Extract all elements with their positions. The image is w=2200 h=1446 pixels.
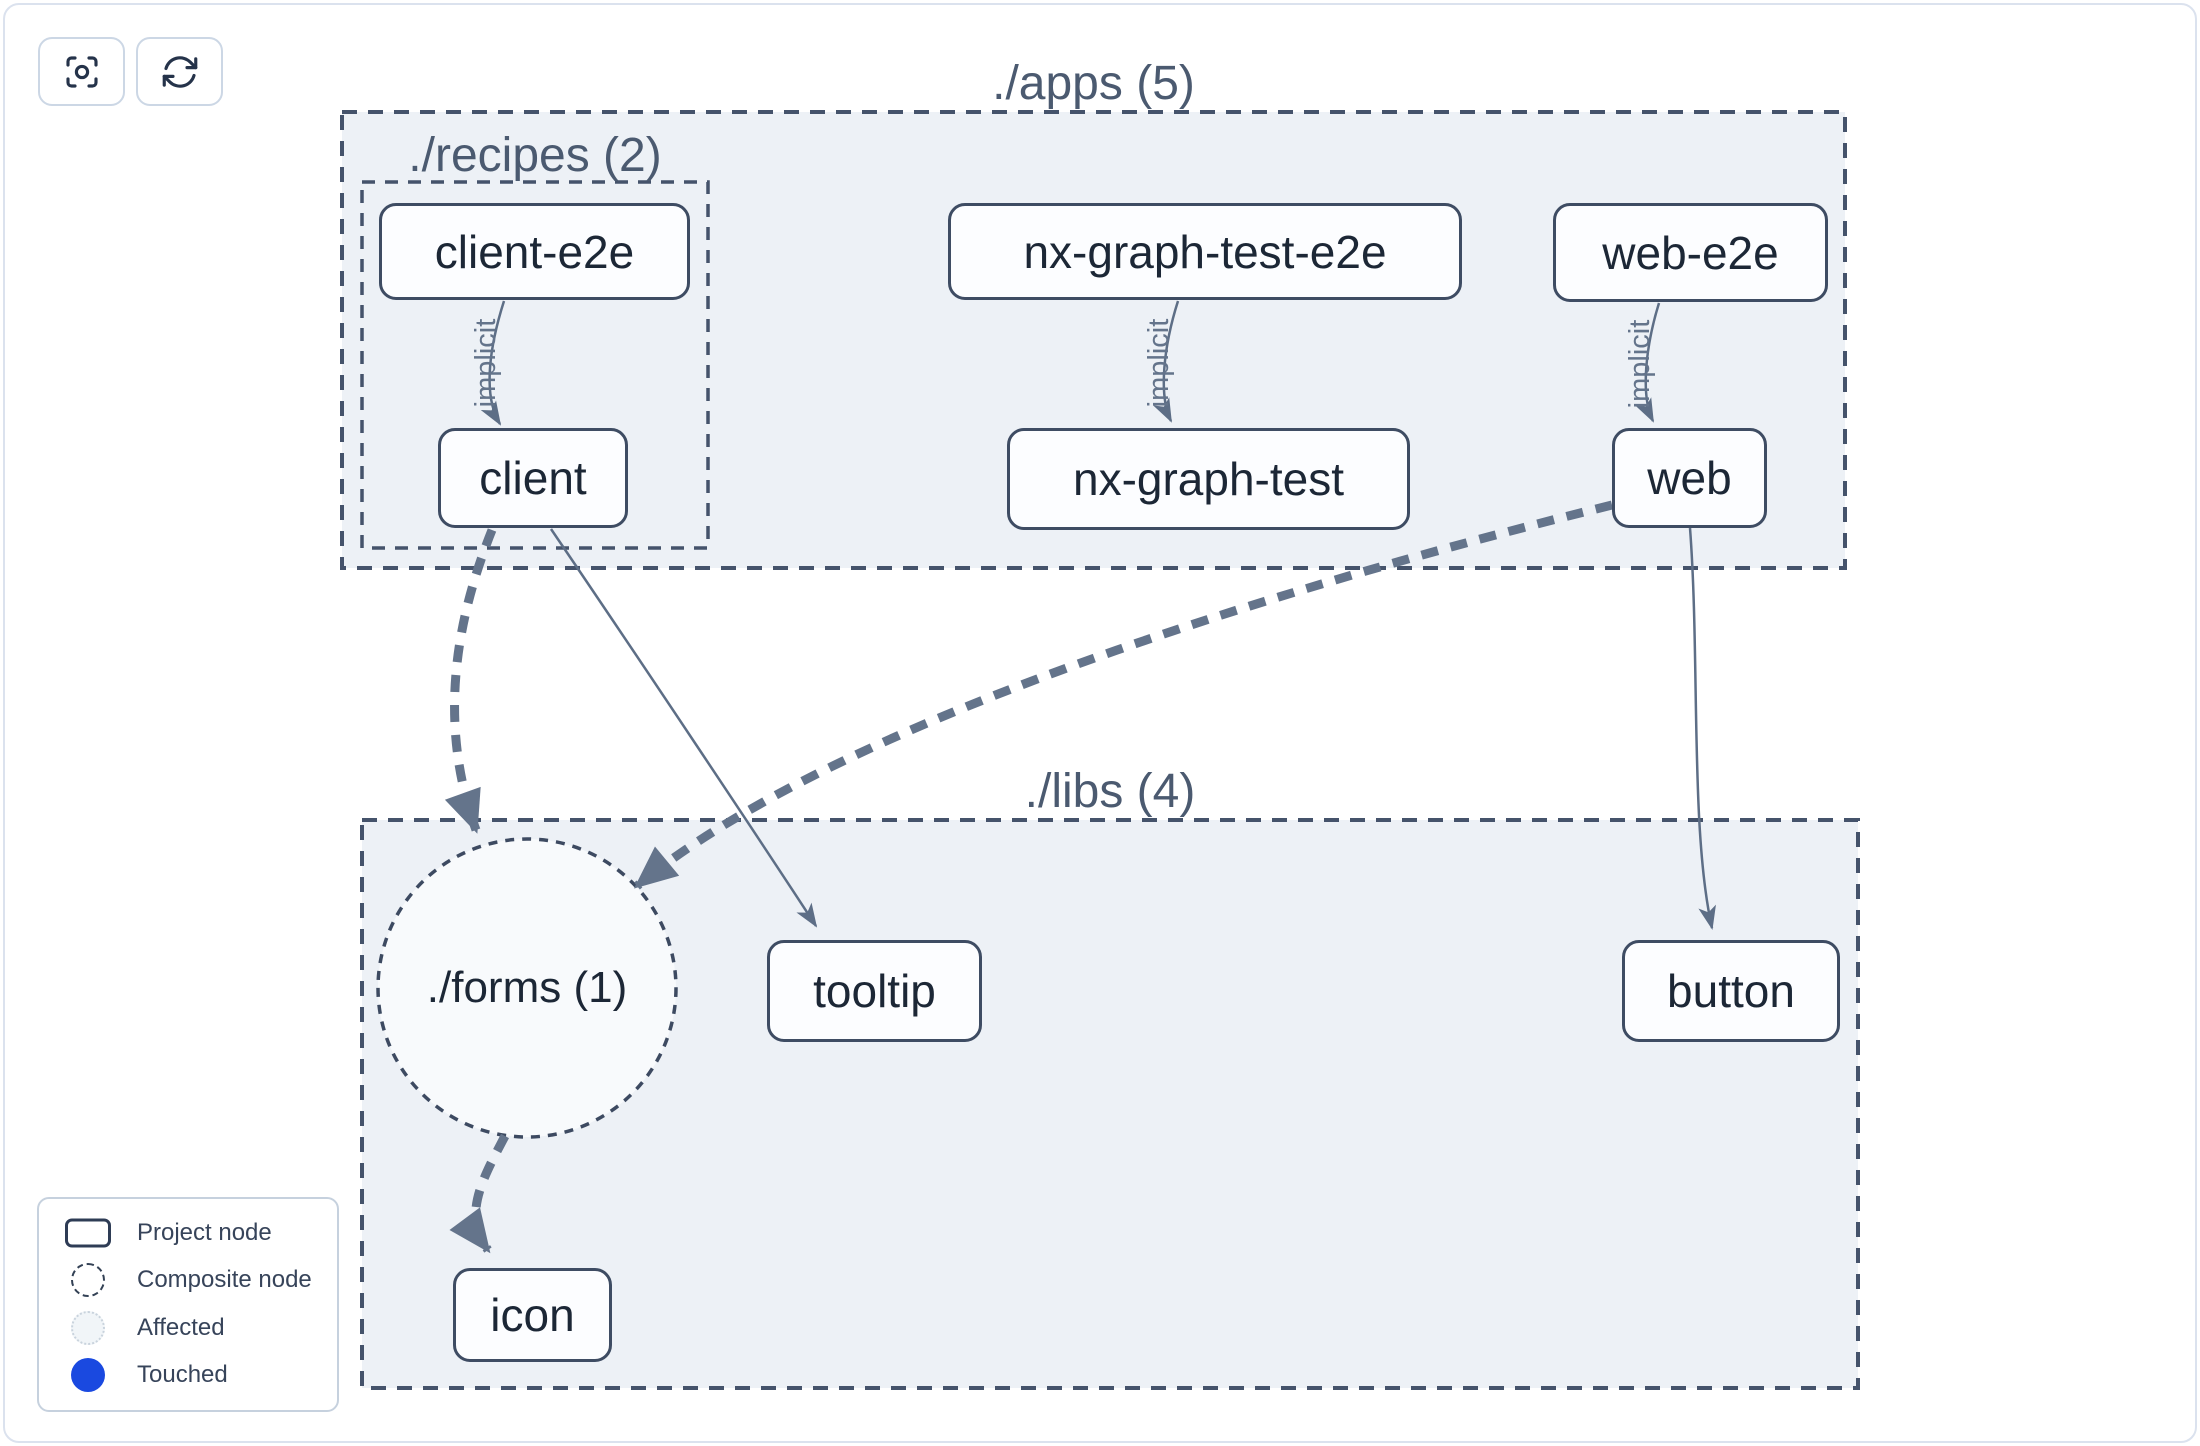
refresh-button[interactable] bbox=[136, 37, 223, 106]
edge-web-to-button bbox=[1688, 527, 1716, 930]
node-web[interactable]: web bbox=[1612, 428, 1767, 528]
legend-label: Project node bbox=[137, 1218, 272, 1246]
legend-item-composite-node: Composite node bbox=[39, 1256, 337, 1303]
project-node-swatch bbox=[65, 1218, 111, 1247]
legend-label: Affected bbox=[137, 1313, 225, 1341]
legend-item-touched: Touched bbox=[39, 1351, 337, 1398]
node-client[interactable]: client bbox=[438, 428, 628, 528]
edge-web-e2e-to-web bbox=[1635, 302, 1661, 423]
group-title-recipes: ./recipes (2) bbox=[408, 129, 662, 182]
node-web-e2e[interactable]: web-e2e bbox=[1553, 203, 1828, 302]
legend-item-project-node: Project node bbox=[39, 1209, 337, 1256]
node-client-e2e[interactable]: client-e2e bbox=[379, 203, 690, 300]
node-icon[interactable]: icon bbox=[453, 1268, 612, 1362]
legend-label: Composite node bbox=[137, 1265, 312, 1293]
edge-label-implicit-client: implicit bbox=[470, 318, 502, 408]
composite-node-forms-label[interactable]: ./forms (1) bbox=[426, 963, 628, 1012]
node-tooltip[interactable]: tooltip bbox=[767, 940, 982, 1042]
composite-node-forms[interactable] bbox=[376, 837, 678, 1139]
edge-forms-to-icon bbox=[449, 1133, 509, 1254]
composite-node-swatch bbox=[71, 1262, 105, 1297]
edge-client-e2e-to-client bbox=[480, 300, 506, 426]
group-title-libs: ./libs (4) bbox=[1024, 765, 1196, 818]
refresh-icon bbox=[159, 51, 201, 93]
node-nx-graph-test-e2e[interactable]: nx-graph-test-e2e bbox=[948, 203, 1462, 300]
legend-item-affected: Affected bbox=[39, 1304, 337, 1351]
affected-swatch bbox=[71, 1310, 105, 1345]
group-title-apps: ./apps (5) bbox=[992, 57, 1195, 110]
touched-swatch bbox=[71, 1357, 105, 1392]
edge-label-implicit-nx-graph-test: implicit bbox=[1143, 318, 1175, 408]
edge-web-to-forms bbox=[633, 500, 1614, 890]
node-button[interactable]: button bbox=[1622, 940, 1840, 1042]
legend-panel: Project node Composite node Affected Tou… bbox=[37, 1197, 339, 1412]
edge-nx-graph-test-e2e-to-nx-graph-test bbox=[1153, 300, 1180, 423]
edge-client-to-tooltip bbox=[549, 528, 818, 928]
focus-icon bbox=[61, 51, 103, 93]
node-nx-graph-test[interactable]: nx-graph-test bbox=[1007, 428, 1410, 530]
legend-label: Touched bbox=[137, 1360, 228, 1388]
edge-label-implicit-web: implicit bbox=[1624, 319, 1656, 409]
edge-client-to-forms bbox=[444, 528, 497, 834]
focus-button[interactable] bbox=[38, 37, 125, 106]
